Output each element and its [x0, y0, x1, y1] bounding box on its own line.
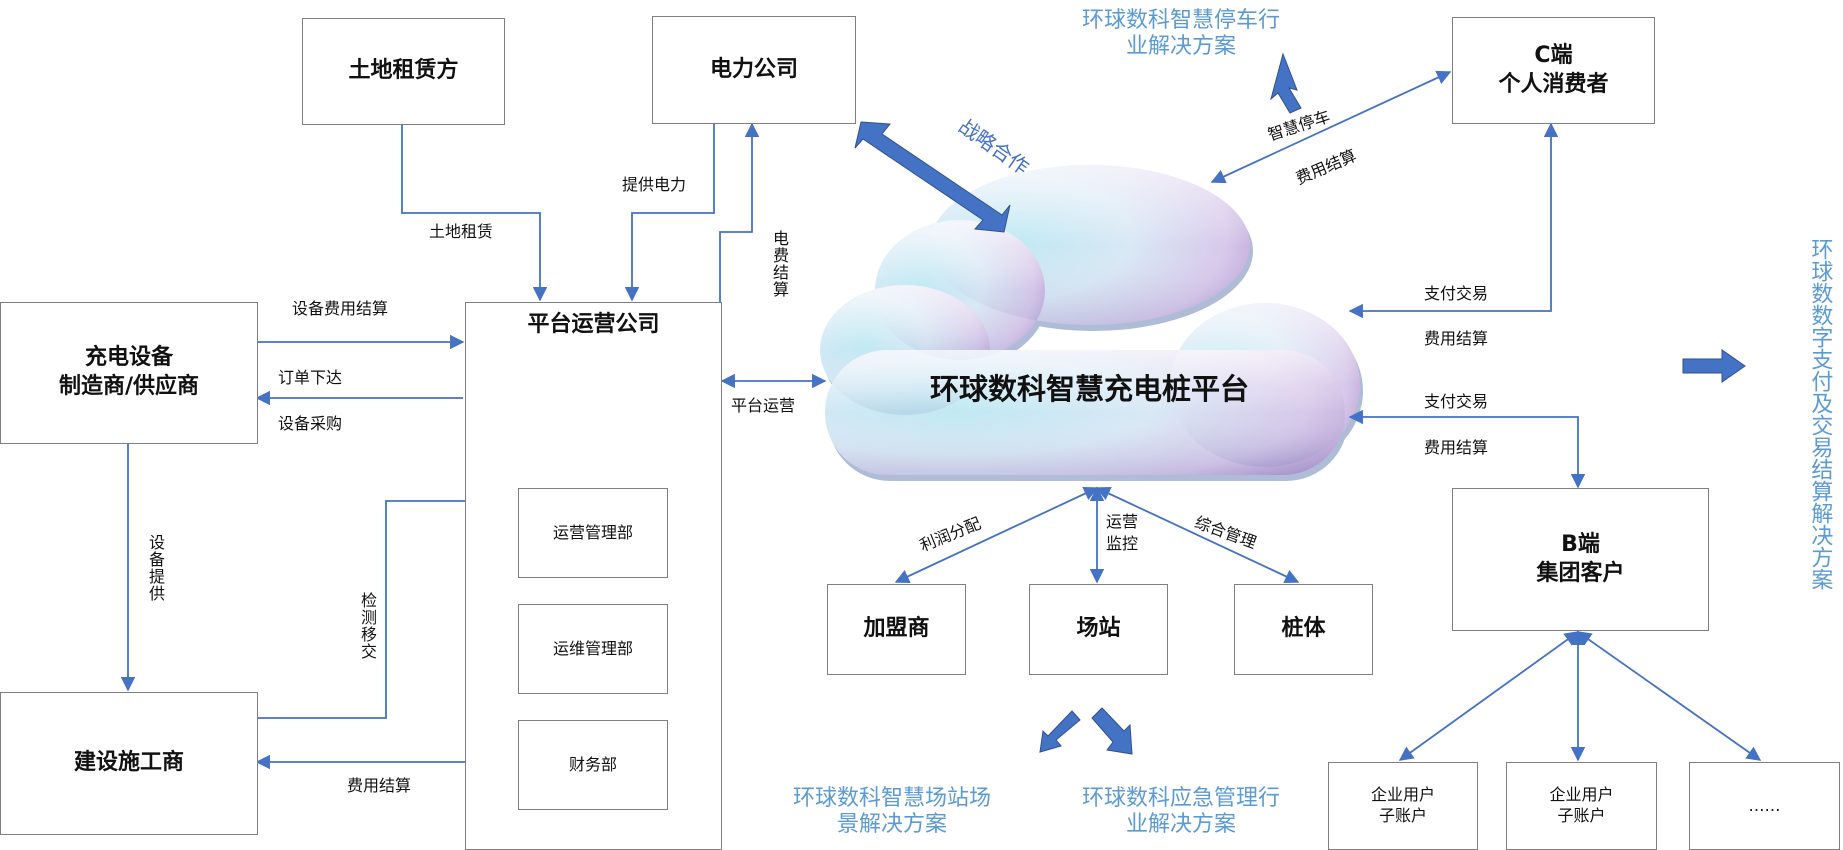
sub-account-2-subtitle: 子账户 — [1557, 806, 1606, 825]
power-company-box: 电力公司 — [652, 16, 856, 124]
c-end-smart-parking-arrow — [1210, 70, 1452, 184]
smart-parking-solution-line2: 业解决方案 — [1125, 34, 1236, 60]
land-lessor-label: 土地租赁方 — [348, 58, 459, 84]
c-end-payment-label: 支付交易 — [1424, 284, 1489, 303]
smart-parking-arrow — [1270, 52, 1302, 114]
c-end-title: C端 — [1534, 42, 1573, 68]
sub-account-1-subtitle: 子账户 — [1378, 806, 1427, 825]
inspection-handover-arrow — [257, 493, 518, 719]
station-scene-solution-line2: 景解决方案 — [836, 812, 947, 838]
b-end-payment-label: 支付交易 — [1424, 392, 1489, 411]
equipment-supply-label: 设备提供 — [146, 534, 165, 602]
maint-dept-label: 运维管理部 — [552, 638, 633, 658]
manufacturer-box: 充电设备 制造商/供应商 — [0, 302, 258, 444]
ops-dept-box: 运营管理部 — [518, 488, 668, 578]
land-lease-label: 土地租赁 — [429, 222, 494, 241]
franchisee-label: 加盟商 — [863, 616, 930, 642]
franchisee-arrow — [894, 486, 1099, 584]
provide-power-arrow — [624, 124, 715, 302]
station-label: 场站 — [1076, 616, 1121, 642]
block-arrows — [854, 52, 1746, 755]
strategic-cooperation-arrow — [854, 121, 1011, 233]
pile-arrow — [1095, 486, 1300, 584]
sub-account-box-3: …… — [1689, 762, 1840, 850]
b-end-box: B端 集团客户 — [1452, 488, 1709, 631]
platform-operation-label: 平台运营 — [731, 396, 796, 415]
construction-fee-settlement-label: 费用结算 — [347, 776, 412, 795]
smart-parking-solution: 环球数科智慧停车行 业解决方案 — [1075, 8, 1287, 61]
pile-label: 桩体 — [1281, 616, 1326, 642]
platform-company-label: 平台运营公司 — [527, 312, 660, 337]
digital-payment-solution: 环球数数字支付及交易结算解决方案 — [1807, 238, 1833, 590]
ops-dept-label: 运营管理部 — [552, 522, 633, 542]
inspection-handover-label: 检测移交 — [358, 592, 377, 660]
equipment-purchase-label: 设备采购 — [278, 414, 343, 433]
land-lease-arrow — [401, 124, 548, 302]
power-company-label: 电力公司 — [709, 56, 798, 82]
electricity-settlement-arrow — [719, 122, 760, 345]
b-end-title: B端 — [1561, 531, 1600, 557]
franchisee-box: 加盟商 — [827, 584, 966, 675]
construction-box: 建设施工商 — [0, 692, 258, 835]
c-end-box: C端 个人消费者 — [1452, 17, 1655, 124]
station-box: 场站 — [1029, 584, 1168, 675]
ops-monitoring-label-1: 运营 — [1106, 512, 1139, 531]
land-lessor-box: 土地租赁方 — [302, 18, 505, 125]
station-scene-solution-line1: 环球数科智慧场站场 — [792, 786, 991, 811]
b-end-payment-arrow — [1348, 409, 1586, 489]
sub-account-1-title: 企业用户 — [1370, 785, 1435, 805]
sub-account-3-arrow — [1576, 631, 1762, 761]
sub-account-box-1: 企业用户 子账户 — [1328, 762, 1478, 850]
electricity-settlement-label: 电费结算 — [770, 230, 789, 298]
order-issue-label: 订单下达 — [278, 368, 343, 387]
manufacturer-subtitle: 制造商/供应商 — [58, 374, 200, 399]
equipment-fee-settlement-label: 设备费用结算 — [292, 299, 389, 318]
cloud-platform-title: 环球数科智慧充电桩平台 — [930, 372, 1250, 406]
finance-dept-box: 财务部 — [518, 720, 668, 810]
digital-payment-arrow — [1682, 349, 1746, 383]
emergency-solution: 环球数科应急管理行 业解决方案 — [1075, 786, 1287, 839]
emergency-arrow — [1091, 707, 1133, 755]
c-end-fee-settlement-label: 费用结算 — [1424, 329, 1489, 348]
sub-account-3-label: …… — [1748, 795, 1781, 815]
c-end-payment-arrow — [1348, 122, 1559, 319]
b-end-subtitle: 集团客户 — [1536, 560, 1625, 586]
c-end-subtitle: 个人消费者 — [1498, 71, 1609, 97]
emergency-solution-line1: 环球数科应急管理行 — [1081, 786, 1280, 811]
b-end-fee-settlement-label: 费用结算 — [1424, 438, 1489, 457]
station-scene-solution: 环球数科智慧场站场 景解决方案 — [786, 786, 998, 839]
pile-box: 桩体 — [1234, 584, 1373, 675]
connector-lines — [120, 70, 1762, 770]
sub-account-2-title: 企业用户 — [1549, 785, 1614, 805]
ops-monitoring-label-2: 监控 — [1106, 534, 1139, 553]
emergency-solution-line2: 业解决方案 — [1125, 812, 1236, 838]
construction-label: 建设施工商 — [73, 750, 184, 776]
sub-account-box-2: 企业用户 子账户 — [1506, 762, 1657, 850]
provide-power-label: 提供电力 — [622, 175, 687, 194]
maint-dept-box: 运维管理部 — [518, 604, 668, 694]
smart-parking-solution-line1: 环球数科智慧停车行 — [1081, 8, 1280, 33]
finance-dept-label: 财务部 — [568, 754, 617, 774]
sub-account-1-arrow — [1398, 631, 1580, 761]
station-scene-arrow — [1039, 710, 1081, 753]
cloud-shape — [820, 165, 1363, 481]
manufacturer-title: 充电设备 — [84, 345, 173, 371]
